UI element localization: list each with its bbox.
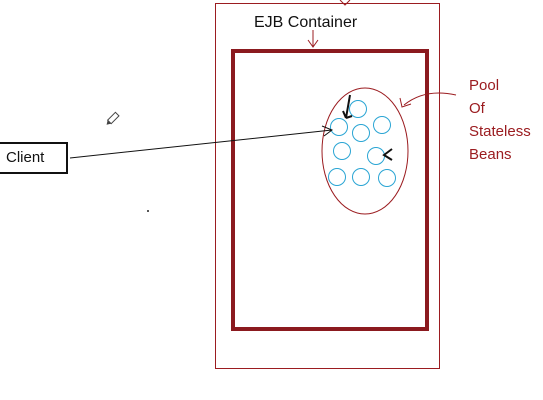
client-box: Client [0,142,68,174]
pencil-icon [106,111,120,125]
stray-dot [147,210,149,212]
pool-label: Pool Of Stateless Beans [469,74,531,166]
outer-frame [215,3,440,369]
pool-label-line-2: Of [469,100,485,117]
pool-label-line-4: Beans [469,146,512,163]
ejb-container-box [231,49,429,331]
pool-label-line-3: Stateless [469,123,531,140]
ejb-container-title: EJB Container [254,14,358,31]
pool-label-line-1: Pool [469,77,500,94]
